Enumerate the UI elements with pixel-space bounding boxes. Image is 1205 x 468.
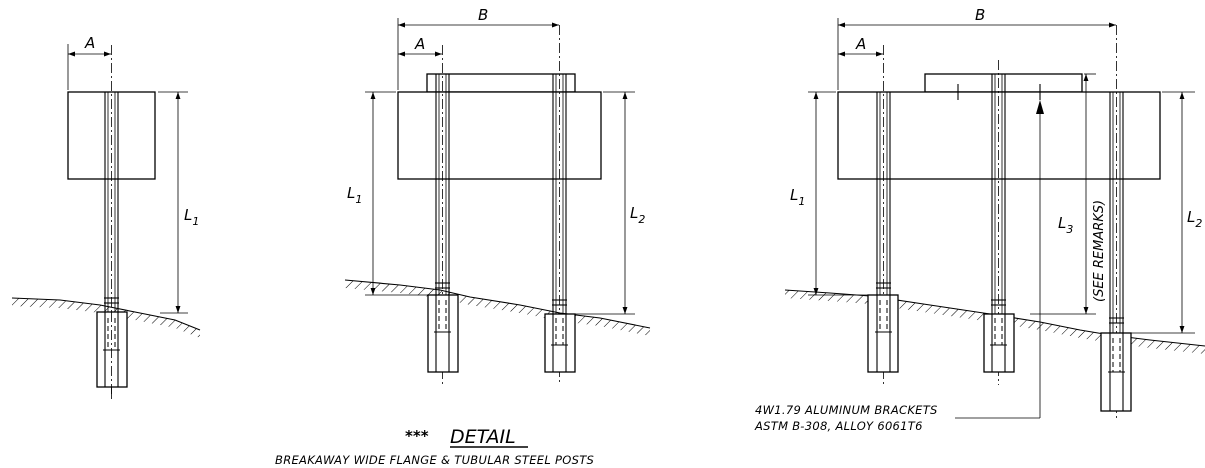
- detail-title: DETAIL: [450, 426, 516, 448]
- footing-2: [983, 313, 1015, 373]
- footing: [96, 311, 128, 388]
- dim-a-label: A: [84, 34, 95, 52]
- sign-panel: [837, 91, 1161, 180]
- footing-left: [427, 294, 459, 373]
- detail-title-block: *** DETAIL BREAKAWAY WIDE FLANGE & TUBUL…: [275, 426, 594, 467]
- footing-right: [544, 313, 576, 373]
- figure-three-posts: A B L1 L3 (SEE REMARKS) L2 4W1.79 ALUMIN…: [754, 6, 1205, 433]
- bracket-bar: [924, 73, 1083, 93]
- footing-1: [867, 294, 899, 373]
- see-remarks-label: (SEE REMARKS): [1092, 200, 1107, 302]
- dim-a-label: A: [414, 35, 425, 53]
- dim-b-label: B: [975, 6, 985, 24]
- figure-two-posts: A B L1 L2: [344, 6, 651, 385]
- bracket-note-line1: 4W1.79 ALUMINUM BRACKETS: [755, 403, 938, 417]
- dim-b-label: B: [478, 6, 488, 24]
- dim-l1-label: L1: [347, 184, 362, 206]
- bracket-note-line2: ASTM B-308, ALLOY 6061T6: [754, 419, 923, 433]
- dim-a-label: A: [855, 35, 866, 53]
- figure-single-post: A L1: [11, 34, 201, 400]
- detail-marker: ***: [405, 427, 429, 445]
- dim-l2-label: L2: [1187, 208, 1202, 230]
- dim-l1-label: L1: [790, 186, 805, 208]
- ground-hatch: [12, 298, 200, 338]
- detail-subtitle: BREAKAWAY WIDE FLANGE & TUBULAR STEEL PO…: [275, 453, 594, 467]
- sign-panel: [397, 91, 602, 180]
- dim-l1-label: L1: [184, 206, 199, 228]
- dim-l2-label: L2: [630, 204, 645, 226]
- dim-l3-label: L3: [1058, 214, 1073, 236]
- ground-hatch: [345, 280, 650, 336]
